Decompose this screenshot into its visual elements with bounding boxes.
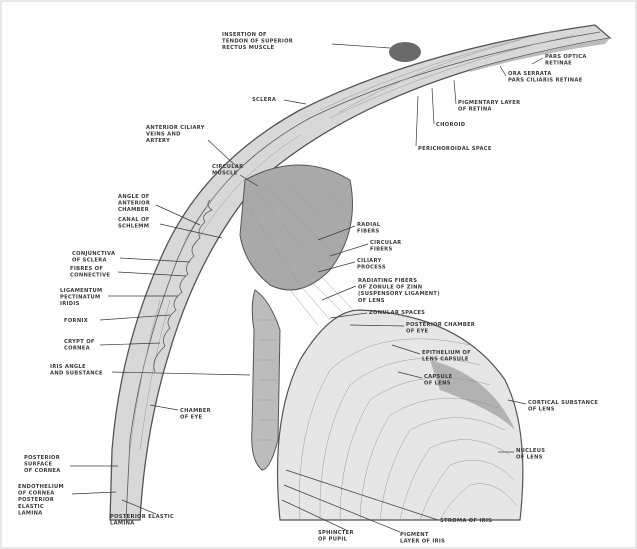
label-line: ZONULAR SPACES [369,310,425,316]
label-line: LIGAMENTUM [60,288,102,294]
label-line: SCLERA [252,97,276,103]
label-line: PIGMENT [400,532,429,538]
label-line: CHOROID [436,122,466,128]
tendon-insertion [389,42,421,62]
label-line: CANAL OF [118,217,150,223]
label-line: LAMINA [18,510,43,516]
label-line: OF CORNEA [18,491,55,497]
label-line: SPHINCTER [318,530,354,536]
label-line: CHAMBER [118,207,149,213]
label-line: POSTERIOR [24,455,60,461]
label-schlemm: CANAL OFSCHLEMM [118,217,150,230]
label-radial-fibers: RADIALFIBERS [357,222,381,235]
label-choroid: CHOROID [436,122,466,128]
label-line: OF LENS [528,407,555,413]
label-line: CIRCULAR [370,240,401,246]
label-line: ANTERIOR [118,201,150,207]
label-line: OF SCLERA [72,258,107,264]
label-line: NUCLEUS [516,448,545,454]
label-line: INSERTION OF [222,32,267,38]
label-line: OF EYE [406,329,429,335]
label-line: CORTICAL SUBSTANCE [528,400,598,406]
label-line: OF ZONULE OF ZINN [358,285,422,291]
label-line: LAMINA [110,521,135,527]
label-line: (SUSPENSORY LIGAMENT) [358,291,440,297]
label-line: SURFACE [24,462,53,468]
label-line: CORNEA [64,346,90,352]
label-line: RADIAL [357,222,381,228]
label-line: RETINAE [545,61,572,67]
label-line: PIGMENTARY LAYER [458,100,520,106]
label-line: CRYPT OF [64,339,95,345]
label-line: IRIS ANGLE [50,364,86,370]
label-line: PECTINATUM [60,295,101,301]
label-line: VEINS AND [146,132,181,138]
label-line: OF LENS [516,455,543,461]
label-line: OF EYE [180,415,203,421]
label-zonular: ZONULAR SPACES [369,310,425,316]
label-line: POSTERIOR ELASTIC [110,514,174,520]
label-line: OF CORNEA [24,468,61,474]
label-line: OF RETINA [458,107,492,113]
label-line: PARS OPTICA [545,54,587,60]
label-stroma: STROMA OF IRIS [440,518,492,524]
label-line: PARS CILIARIS RETINAE [508,78,583,84]
label-line: ANGLE OF [118,194,150,200]
label-line: FIBRES OF [70,266,103,272]
label-line: SCHLEMM [118,224,149,230]
label-line: ORA SERRATA [508,71,552,77]
label-sclera: SCLERA [252,97,276,103]
label-line: LAYER OF IRIS [400,539,445,545]
label-line: TENDON OF SUPERIOR [222,39,293,45]
label-line: RADIATING FIBERS [358,278,417,284]
label-line: CAPSULE [424,374,453,380]
label-line: LENS CAPSULE [422,357,469,363]
label-line: IRIDIS [60,301,80,307]
label-line: OF PUPIL [318,537,348,543]
label-line: OF LENS [358,298,385,304]
label-line: CONNECTIVE [70,273,110,279]
label-line: FORNIX [64,318,88,324]
label-line: ARTERY [146,138,170,144]
label-line: STROMA OF IRIS [440,518,492,524]
label-line: POSTERIOR CHAMBER [406,322,475,328]
label-line: CIRCULAR [212,164,243,170]
label-line: AND SUBSTANCE [50,371,103,377]
label-line: PERICHOROIDAL SPACE [418,146,492,152]
label-line: MUSCLE [212,171,238,177]
label-line: RECTUS MUSCLE [222,45,274,51]
label-line: ANTERIOR CILIARY [146,125,205,131]
label-line: CHAMBER [180,408,211,414]
label-line: EPITHELIUM OF [422,350,471,356]
label-line: CILIARY [357,258,382,264]
label-line: FIBERS [370,247,393,253]
label-line: POSTERIOR [18,497,54,503]
label-line: ENDOTHELIUM [18,484,64,490]
label-line: PROCESS [357,265,386,271]
label-perichoroidal: PERICHOROIDAL SPACE [418,146,492,152]
label-fornix: FORNIX [64,318,88,324]
label-line: OF LENS [424,381,451,387]
label-line: ELASTIC [18,504,44,510]
label-line: FIBERS [357,229,380,235]
label-line: CONJUNCTIVA [72,251,115,257]
